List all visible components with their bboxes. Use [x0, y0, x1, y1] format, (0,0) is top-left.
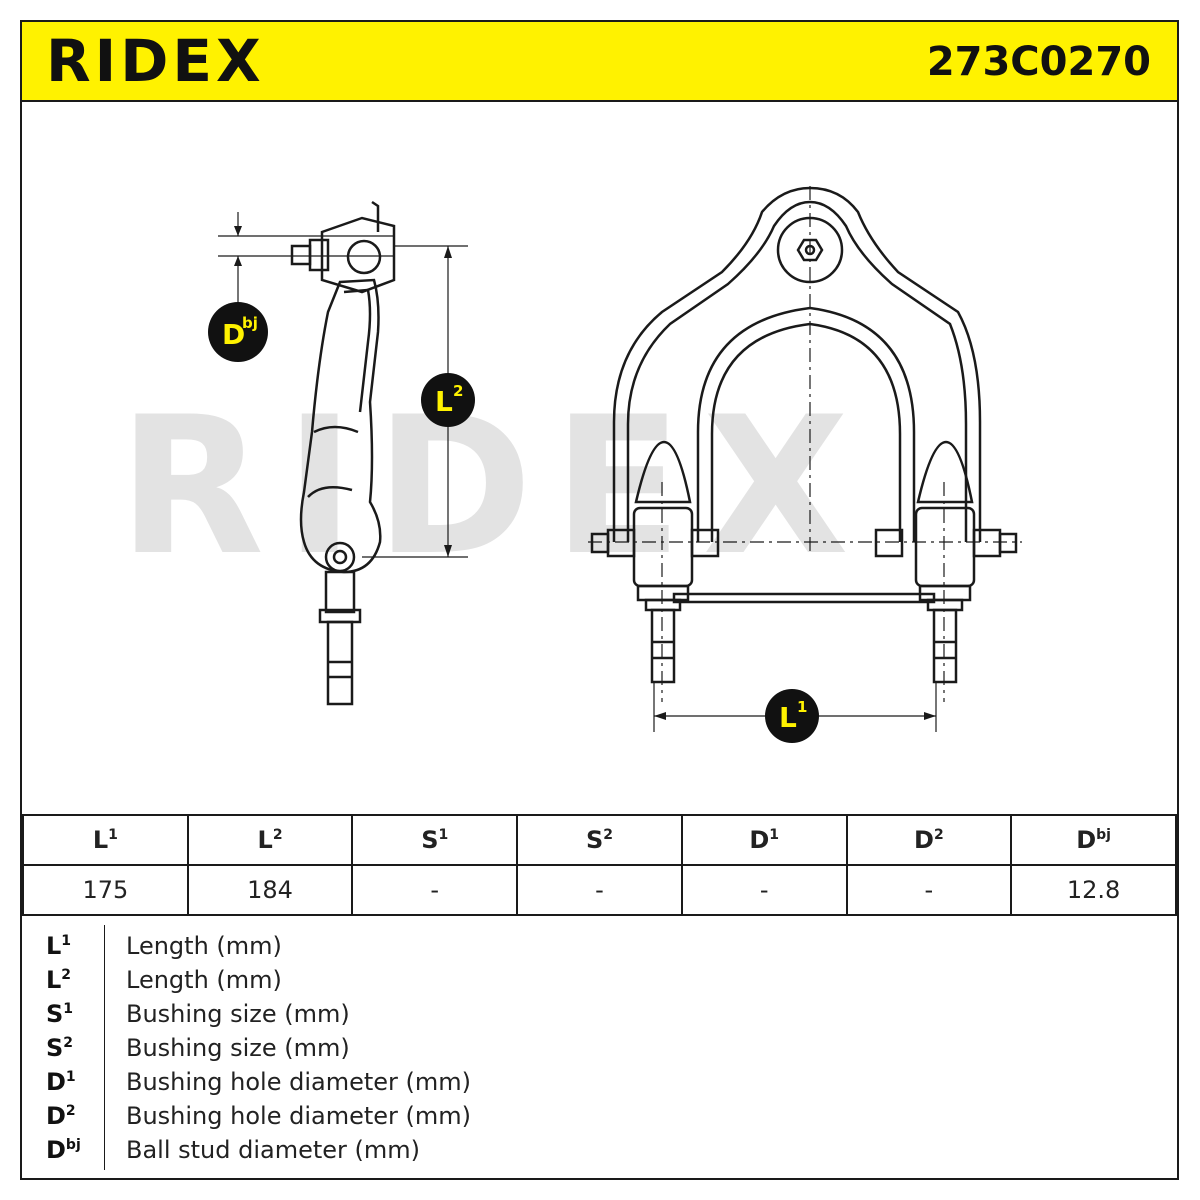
spec-value-cell: - — [845, 864, 1013, 916]
brand-logo: RIDEX — [46, 27, 265, 95]
l1-arrowheads — [654, 712, 936, 720]
dbj-badge-main: D — [222, 318, 245, 351]
sheet-frame: RIDEX 273C0270 RIDEX — [20, 20, 1179, 1180]
legend-key: S2 — [46, 1034, 74, 1062]
brand-watermark: RIDEX — [118, 376, 869, 597]
header-bar: RIDEX 273C0270 — [22, 22, 1177, 102]
spec-header-row: L1 L2 S1 S2 D1 D2 Dbj — [22, 814, 1177, 866]
l2-badge-main: L — [435, 385, 453, 418]
spec-header-cell: D2 — [845, 814, 1013, 866]
spec-value-cell: - — [680, 864, 848, 916]
legend-row: L1 Length (mm) — [22, 929, 1177, 963]
spec-header-cell: S2 — [516, 814, 683, 866]
legend-key: D1 — [46, 1068, 76, 1096]
side-arrowheads — [234, 226, 452, 557]
legend-desc: Bushing hole diameter (mm) — [126, 1068, 471, 1096]
l2-badge: L 2 — [421, 373, 475, 427]
spec-header-cell: S1 — [351, 814, 519, 866]
legend-desc: Bushing size (mm) — [126, 1034, 350, 1062]
spec-table: L1 L2 S1 S2 D1 D2 Dbj 175 184 - - - - 12… — [22, 814, 1177, 916]
legend-desc: Bushing size (mm) — [126, 1000, 350, 1028]
center-lines — [588, 186, 1022, 702]
legend: L1 Length (mm) L2 Length (mm) S1 Bushing… — [22, 915, 1177, 1180]
legend-desc: Bushing hole diameter (mm) — [126, 1102, 471, 1130]
legend-row: D1 Bushing hole diameter (mm) — [22, 1065, 1177, 1099]
legend-key: Dbj — [46, 1136, 81, 1164]
spec-value-cell: - — [351, 864, 519, 916]
legend-key: L1 — [46, 932, 72, 960]
front-view-arm — [590, 186, 1018, 684]
legend-key: L2 — [46, 966, 72, 994]
l2-badge-sup: 2 — [453, 382, 463, 400]
legend-desc: Length (mm) — [126, 932, 282, 960]
l1-badge-main: L — [779, 701, 797, 734]
spec-value-cell: - — [516, 864, 683, 916]
technical-drawing: RIDEX — [22, 102, 1177, 814]
legend-key: S1 — [46, 1000, 74, 1028]
spec-value-cell: 184 — [186, 864, 354, 916]
side-dimension-lines — [218, 212, 468, 558]
legend-divider — [104, 925, 105, 1170]
spec-value-cell: 175 — [22, 864, 189, 916]
side-view-arm — [290, 200, 396, 706]
l1-badge-sup: 1 — [797, 698, 807, 716]
legend-row: Dbj Ball stud diameter (mm) — [22, 1133, 1177, 1167]
legend-row: D2 Bushing hole diameter (mm) — [22, 1099, 1177, 1133]
spec-header-cell: Dbj — [1010, 814, 1177, 866]
spec-header-cell: L2 — [186, 814, 354, 866]
legend-desc: Length (mm) — [126, 966, 282, 994]
drawing-svg: D bj L 2 L 1 — [208, 186, 1022, 743]
dbj-badge: D bj — [208, 302, 268, 362]
spec-header-cell: L1 — [22, 814, 189, 866]
spec-value-cell: 12.8 — [1010, 864, 1177, 916]
dbj-badge-sup: bj — [242, 314, 258, 332]
legend-row: L2 Length (mm) — [22, 963, 1177, 997]
legend-row: S1 Bushing size (mm) — [22, 997, 1177, 1031]
legend-desc: Ball stud diameter (mm) — [126, 1136, 421, 1164]
legend-row: S2 Bushing size (mm) — [22, 1031, 1177, 1065]
l1-badge: L 1 — [765, 689, 819, 743]
spec-value-row: 175 184 - - - - 12.8 — [22, 864, 1177, 916]
spec-header-cell: D1 — [680, 814, 848, 866]
legend-key: D2 — [46, 1102, 76, 1130]
part-number: 273C0270 — [926, 39, 1151, 85]
